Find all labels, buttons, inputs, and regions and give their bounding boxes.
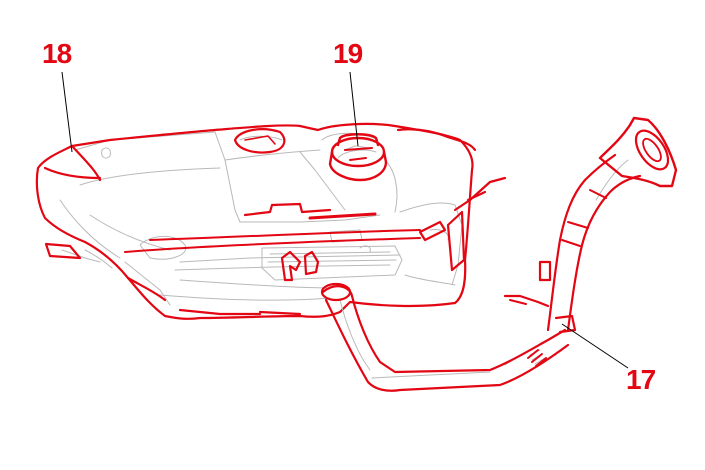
leader-line-17 [561,323,629,369]
tank-outline [35,122,507,320]
filler-pipe [320,116,678,392]
leader-line-19 [349,71,359,147]
filler-pipe-outline [320,116,678,392]
tank-cap [328,133,388,182]
callout-17: 17 [626,364,656,395]
callout-19: 19 [333,38,363,69]
callout-18: 18 [42,38,72,69]
fuel-tank [35,122,507,320]
tank-detail-lines [59,131,463,306]
leader-line-18 [61,71,73,153]
